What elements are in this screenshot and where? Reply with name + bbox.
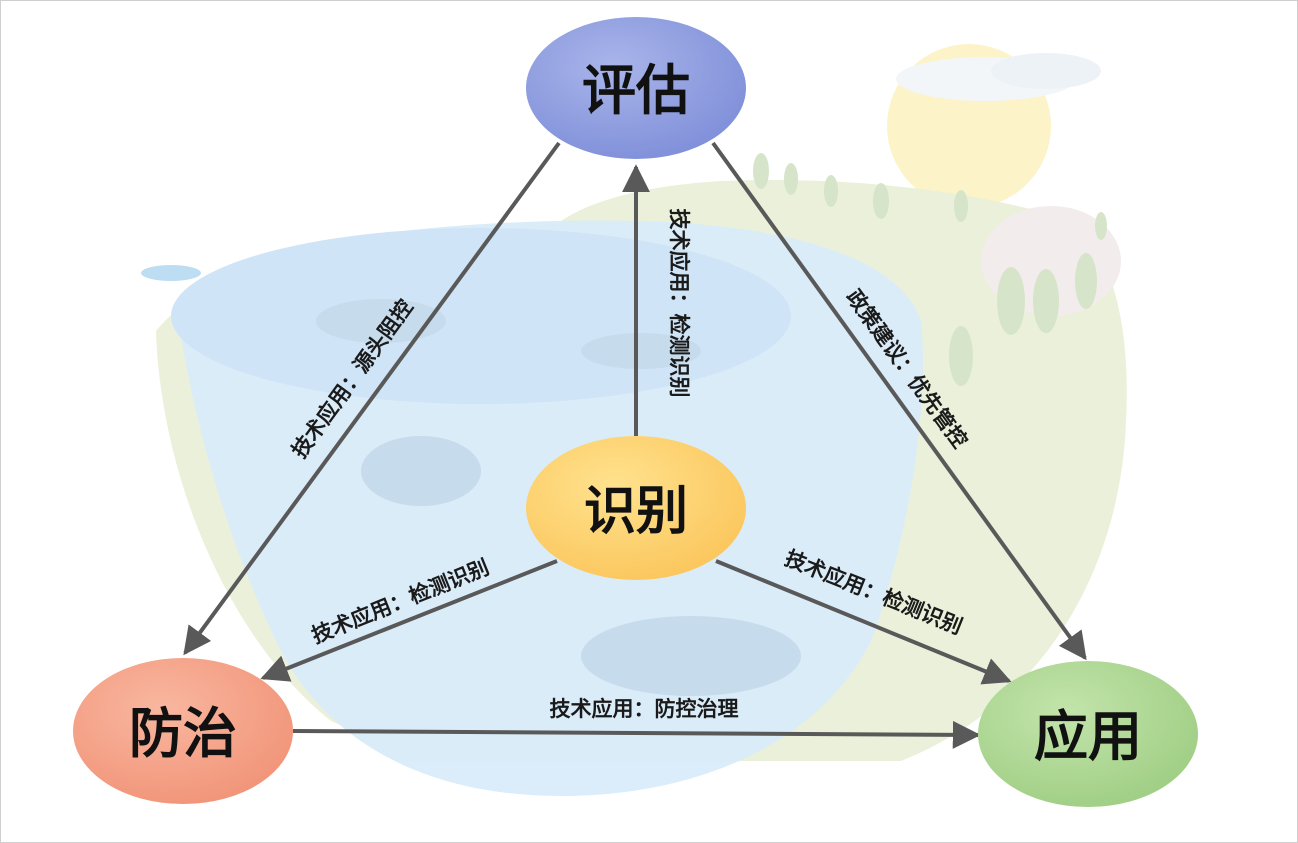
edge-top-to-right xyxy=(711,141,1087,661)
node-top-label: 评估 xyxy=(582,59,690,122)
edge-center-to-right xyxy=(715,559,1012,685)
fish-school xyxy=(581,333,701,369)
edge-center-to-left xyxy=(260,559,558,682)
edge-top-to-left xyxy=(183,141,561,656)
splash-icon xyxy=(141,265,201,281)
node-center: 识别 xyxy=(526,436,746,580)
tree-group xyxy=(753,153,1107,386)
cloud-icon xyxy=(991,53,1101,89)
node-right-label: 应用 xyxy=(1034,705,1142,768)
fish-school xyxy=(316,299,446,343)
fish-school xyxy=(361,436,481,506)
water-surface xyxy=(171,228,791,404)
node-top: 评估 xyxy=(526,17,746,159)
edge-left-to-right xyxy=(292,720,981,749)
node-left: 防治 xyxy=(73,658,293,804)
node-right: 应用 xyxy=(978,661,1198,807)
node-left-label: 防治 xyxy=(129,702,237,765)
fish-school xyxy=(581,616,801,696)
node-center-label: 识别 xyxy=(584,482,688,542)
edge-label-center-to-top: 技术应用：检测识别 xyxy=(667,209,691,398)
edge-label-left-to-right: 技术应用：防控治理 xyxy=(550,697,739,721)
edges xyxy=(183,141,1087,749)
